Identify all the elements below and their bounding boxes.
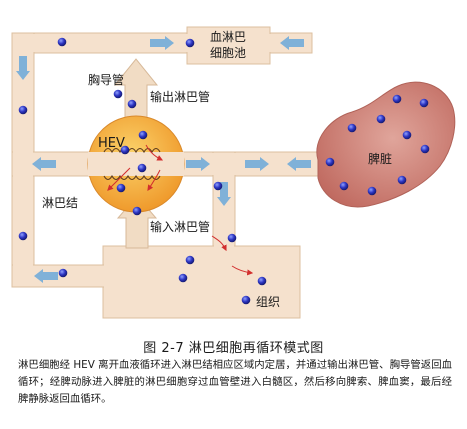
thoracic-duct-label: 胸导管: [88, 72, 124, 87]
lymphocyte-recirculation-diagram: 血淋巴 细胞池 胸导管 输出淋巴管 HEV 脾脏 淋巴结 输入淋巴管 组织: [11, 26, 456, 319]
red-migration-arrows: [107, 144, 254, 276]
lymphocyte: [18, 105, 28, 115]
lymphocyte: [178, 273, 188, 283]
efferent-label: 输出淋巴管: [150, 89, 210, 104]
flow-arrow-mid-left: [32, 157, 56, 171]
lymphocyte: [113, 89, 123, 99]
lymphocyte: [185, 38, 195, 48]
lymphocyte: [402, 130, 412, 140]
flow-arrow-top-right: [150, 36, 174, 50]
flow-arrow-top-left: [280, 36, 304, 50]
hev-endothelium: [103, 147, 161, 181]
lymphocyte: [392, 94, 402, 104]
lymphocyte: [419, 98, 429, 108]
lymph-pool-label-line2: 细胞池: [210, 46, 246, 60]
lymphocyte: [420, 144, 430, 154]
lymphocyte: [339, 181, 349, 191]
afferent-label: 输入淋巴管: [150, 219, 210, 234]
lymphocyte: [397, 175, 407, 185]
lymphocyte: [127, 99, 137, 109]
spleen: [316, 81, 456, 208]
lymphocyte: [120, 145, 130, 155]
lymphocyte: [347, 123, 357, 133]
flow-arrow-node-to-right: [186, 157, 210, 171]
flow-arrow-spleen-return: [287, 157, 311, 171]
lymphocyte: [138, 130, 148, 140]
lymphocyte: [132, 206, 142, 216]
lymphocyte: [185, 255, 195, 265]
lymphocyte: [137, 163, 147, 173]
figure-description: 淋巴细胞经 HEV 离开血液循环进入淋巴结相应区域内定居，并通过输出淋巴管、胸导…: [18, 359, 452, 405]
tissue-label: 组织: [256, 295, 280, 309]
lymphocyte: [367, 186, 377, 196]
lymphocyte: [376, 114, 386, 124]
lymphocyte: [241, 295, 251, 305]
hev-label: HEV: [98, 136, 125, 151]
lymphocyte: [18, 231, 28, 241]
lymph-pool-label-line1: 血淋巴: [210, 30, 246, 44]
flow-arrow-left-down: [16, 56, 30, 80]
lymphocyte: [57, 37, 67, 47]
flow-arrow-bottom-left: [34, 269, 58, 283]
lymphocyte: [58, 268, 68, 278]
lymph-node-label: 淋巴结: [42, 196, 78, 210]
lymphocyte: [325, 157, 335, 167]
lymphocyte: [213, 181, 223, 191]
flow-arrow-mid-right: [245, 157, 269, 171]
figure-caption: 图 2-7 淋巴细胞再循环模式图: [143, 341, 324, 356]
lymphocyte: [257, 276, 267, 286]
hev-vessel: [88, 152, 184, 176]
lymphocyte: [227, 233, 237, 243]
lymphocyte: [116, 183, 126, 193]
spleen-label: 脾脏: [368, 151, 392, 166]
